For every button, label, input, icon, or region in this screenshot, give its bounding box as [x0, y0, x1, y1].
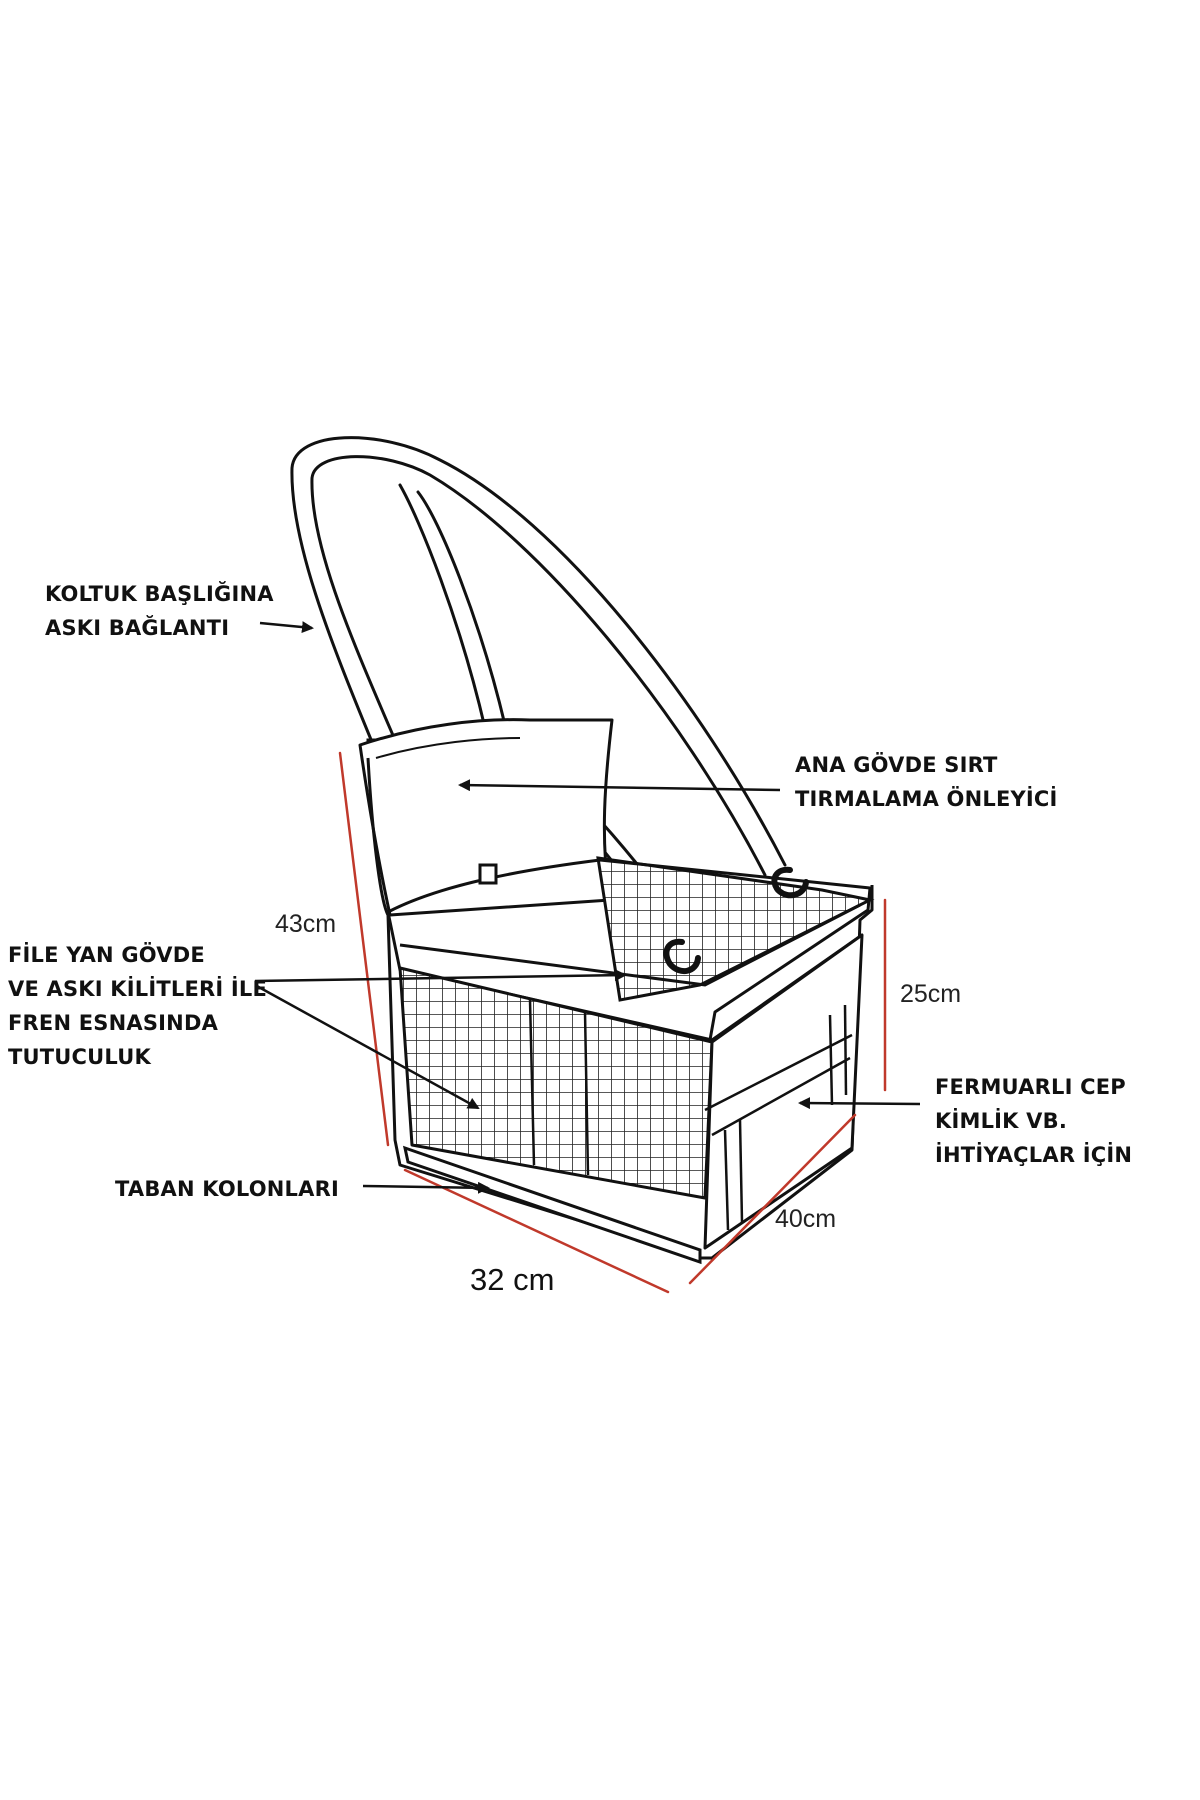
callout-line: İHTİYAÇLAR İÇİN	[935, 1143, 1133, 1167]
body-outline-left	[366, 757, 874, 1260]
callout-line: TIRMALAMA ÖNLEYİCİ	[795, 787, 1058, 811]
strap-hook-right	[771, 866, 809, 899]
base-bottom	[402, 1145, 702, 1265]
dimension-depth: 40cm	[775, 1205, 837, 1233]
callout-line: TABAN KOLONLARI	[115, 1177, 339, 1201]
top-rim	[386, 858, 872, 1042]
callout-zip-pocket: FERMUARLI CEP KİMLİK VB. İHTİYAÇLAR İÇİN	[935, 1070, 1132, 1172]
dimension-lines	[338, 751, 887, 1294]
arrow-mesh-inner	[254, 969, 627, 983]
callout-line: FREN ESNASINDA	[8, 1011, 219, 1035]
callout-line: FİLE YAN GÖVDE	[8, 943, 205, 967]
arrow-base	[362, 1181, 490, 1194]
callout-arrows	[254, 621, 921, 1194]
callout-headrest-strap: KOLTUK BAŞLIĞINA ASKI BAĞLANTI	[45, 577, 274, 645]
back-panel	[358, 718, 614, 917]
callout-back-scratch: ANA GÖVDE SIRT TIRMALAMA ÖNLEYİCİ	[795, 748, 1058, 816]
dimension-height-total: 43cm	[275, 910, 337, 938]
arrow-mesh-front	[254, 983, 480, 1110]
arrow-back	[458, 779, 781, 792]
side-pocket-panel	[703, 933, 864, 1250]
callout-base-columns: TABAN KOLONLARI	[115, 1172, 339, 1206]
front-mesh-panel	[398, 966, 714, 1200]
callout-line: FERMUARLI CEP	[935, 1075, 1126, 1099]
arrow-pocket	[798, 1097, 921, 1110]
callout-mesh-side: FİLE YAN GÖVDE VE ASKI KİLİTLERİ İLE FRE…	[8, 938, 267, 1074]
callout-line: TUTUCULUK	[8, 1045, 151, 1069]
dimension-width: 32 cm	[470, 1262, 555, 1297]
callout-line: KOLTUK BAŞLIĞINA	[45, 582, 274, 606]
callout-line: KİMLİK VB.	[935, 1109, 1067, 1133]
strap-hook-left	[663, 938, 701, 975]
callout-line: ASKI BAĞLANTI	[45, 616, 230, 640]
callout-line: VE ASKI KİLİTLERİ İLE	[8, 977, 268, 1001]
arrow-headrest	[259, 621, 314, 634]
callout-line: ANA GÖVDE SIRT	[795, 753, 998, 777]
dimension-height-front: 25cm	[900, 980, 962, 1008]
